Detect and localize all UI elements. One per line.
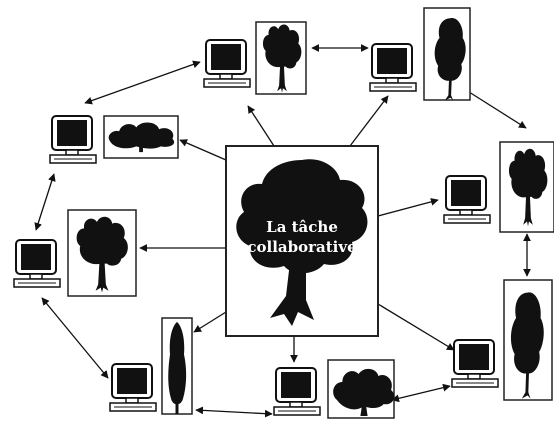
spoke-right-lower bbox=[377, 303, 455, 351]
center-task-node: La tâche collaborative bbox=[225, 145, 379, 337]
spoke-right-upper bbox=[377, 198, 439, 217]
central-tree-icon bbox=[236, 159, 368, 326]
computer-icon bbox=[273, 367, 321, 416]
computer-icon bbox=[49, 115, 97, 164]
spoke-bottom-left bbox=[193, 311, 227, 333]
computer-icon bbox=[451, 339, 499, 388]
node-upper-left bbox=[49, 115, 179, 164]
node-top-center bbox=[369, 7, 471, 101]
spoke-top-left bbox=[247, 105, 275, 147]
spoke-upper-left bbox=[179, 139, 227, 161]
node-top-left bbox=[203, 21, 307, 95]
link-bottomcenter-rightlower bbox=[391, 383, 451, 403]
link-leftmiddle-bottomleft bbox=[41, 297, 109, 379]
center-label-line1: La tâche bbox=[266, 218, 338, 236]
spoke-top-center bbox=[349, 95, 389, 147]
node-left-middle bbox=[13, 209, 137, 297]
node-bottom-center bbox=[273, 359, 395, 419]
link-upperleft-leftmiddle bbox=[34, 173, 56, 231]
computer-icon bbox=[203, 39, 251, 88]
node-right-upper bbox=[443, 141, 554, 233]
link-upperleft-topleft bbox=[84, 60, 201, 105]
computer-icon bbox=[443, 175, 491, 224]
computer-icon bbox=[369, 43, 417, 92]
node-right-lower bbox=[451, 279, 553, 401]
link-bottomleft-bottomcenter bbox=[195, 406, 273, 418]
computer-icon bbox=[109, 363, 157, 412]
node-bottom-left bbox=[109, 317, 193, 415]
center-label-line2: collaborative bbox=[247, 238, 356, 256]
computer-icon bbox=[13, 239, 61, 288]
